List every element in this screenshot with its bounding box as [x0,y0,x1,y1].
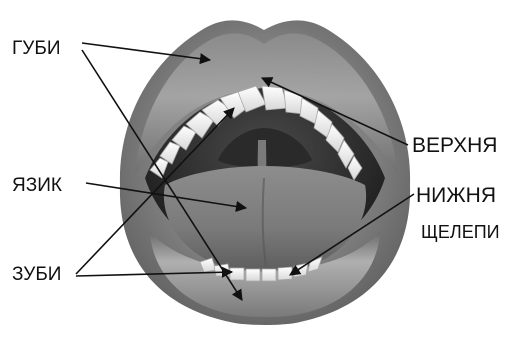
label-lips: ГУБИ [12,38,60,59]
mouth-illustration [120,20,410,325]
label-jaws: ЩЕЛЕПИ [421,222,500,242]
label-teeth: ЗУБИ [12,264,61,285]
label-upper: ВЕРХНЯ [412,134,497,157]
label-tongue: ЯЗИК [12,175,62,196]
label-lower: НИЖНЯ [416,184,496,207]
